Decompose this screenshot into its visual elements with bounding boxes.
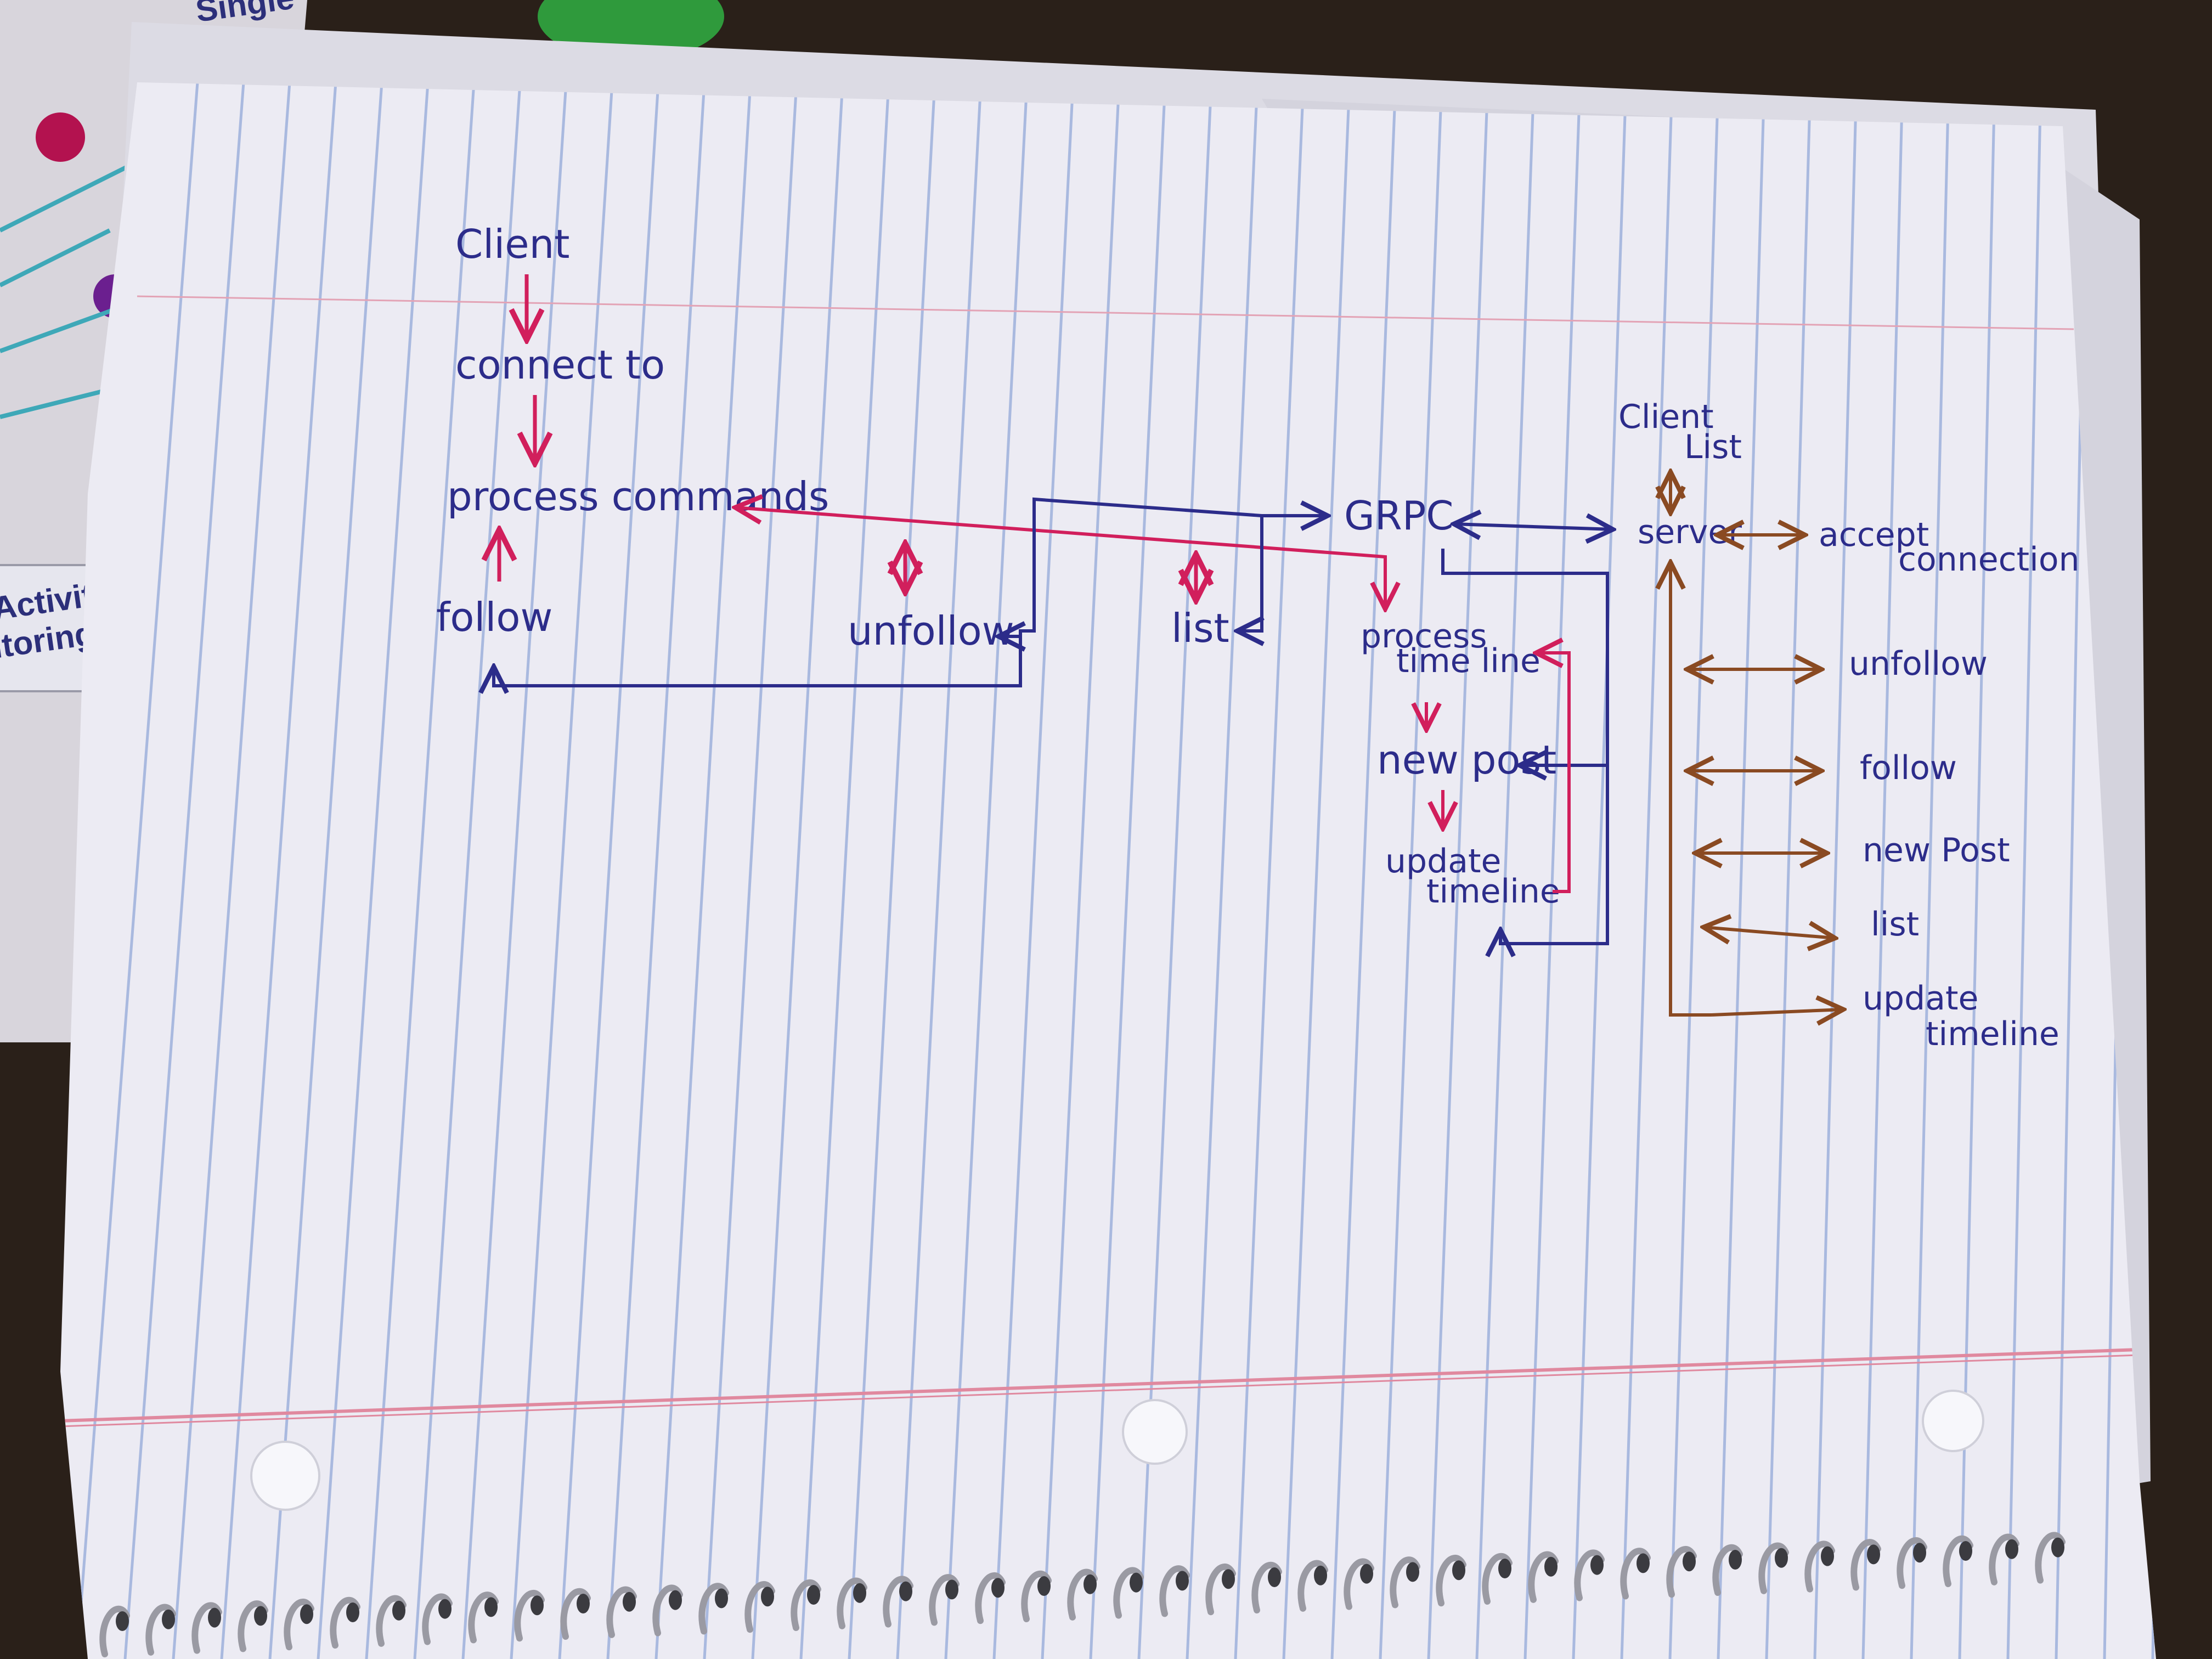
spiral-hole — [1268, 1567, 1281, 1587]
punch-hole — [251, 1442, 319, 1510]
server-unfollow-label: unfollow — [1849, 645, 1988, 683]
update-timeline-label: timeline — [1426, 872, 1560, 911]
spiral-hole — [1130, 1573, 1143, 1593]
grpc-label: GRPC — [1344, 493, 1454, 539]
spiral-hole — [623, 1592, 636, 1612]
spiral-hole — [346, 1602, 359, 1622]
spiral-hole — [1314, 1566, 1327, 1585]
spiral-hole — [945, 1579, 958, 1599]
punch-hole — [1123, 1400, 1187, 1464]
spiral-hole — [392, 1601, 405, 1621]
process-commands-label: process commands — [447, 473, 829, 520]
new-post-label: new post — [1377, 737, 1556, 783]
spiral-hole — [438, 1599, 452, 1619]
follow-label: follow — [436, 594, 552, 640]
spiral-hole — [899, 1582, 912, 1601]
spiral-hole — [669, 1590, 682, 1610]
spiral-hole — [577, 1594, 590, 1613]
unfollow-label: unfollow — [848, 608, 1014, 654]
spiral-hole — [1821, 1547, 1834, 1566]
spiral-hole — [484, 1597, 498, 1617]
client-label: Client — [455, 221, 569, 267]
spiral-hole — [1590, 1555, 1604, 1575]
server-newpost-label: new Post — [1863, 831, 2010, 870]
spiral-hole — [1360, 1564, 1373, 1584]
spiral-hole — [761, 1587, 774, 1606]
process-timeline-label: time line — [1396, 642, 1541, 680]
spiral-hole — [1498, 1559, 1511, 1578]
spiral-hole — [531, 1595, 544, 1615]
spiral-hole — [1176, 1571, 1189, 1590]
spiral-hole — [1084, 1575, 1097, 1594]
server-update-timeline-label: timeline — [1926, 1015, 2059, 1053]
spiral-hole — [1637, 1553, 1650, 1573]
spiral-hole — [254, 1606, 267, 1626]
spiral-hole — [853, 1583, 866, 1603]
server-follow-label: follow — [1860, 749, 1957, 787]
poster-dot — [36, 112, 85, 162]
spiral-hole — [1222, 1569, 1235, 1589]
server-label: server — [1638, 513, 1742, 551]
accept-connection-label: connection — [1898, 540, 2080, 579]
punch-hole — [1923, 1391, 1983, 1451]
spiral-hole — [1775, 1548, 1788, 1568]
spiral-hole — [300, 1604, 313, 1624]
server-update-timeline-label: update — [1863, 979, 1978, 1018]
spiral-hole — [1544, 1557, 1558, 1577]
client-list-label: List — [1684, 428, 1742, 466]
spiral-hole — [1683, 1551, 1696, 1571]
spiral-hole — [1406, 1562, 1419, 1582]
spiral-hole — [991, 1578, 1005, 1598]
spiral-hole — [1867, 1544, 1880, 1564]
connect-to-label: connect to — [455, 342, 665, 388]
spiral-hole — [162, 1610, 175, 1629]
spiral-hole — [208, 1608, 221, 1628]
spiral-hole — [807, 1585, 820, 1605]
spiral-hole — [715, 1588, 728, 1608]
server-list-label: list — [1871, 905, 1919, 944]
spiral-hole — [2005, 1539, 2018, 1559]
spiral-hole — [1037, 1576, 1051, 1596]
spiral-hole — [116, 1611, 129, 1631]
spiral-hole — [1729, 1550, 1742, 1570]
spiral-hole — [2051, 1538, 2064, 1558]
spiral-hole — [1913, 1543, 1926, 1562]
spiral-hole — [1452, 1560, 1465, 1580]
spiral-hole — [1959, 1541, 1972, 1561]
list-label: list — [1171, 605, 1229, 651]
